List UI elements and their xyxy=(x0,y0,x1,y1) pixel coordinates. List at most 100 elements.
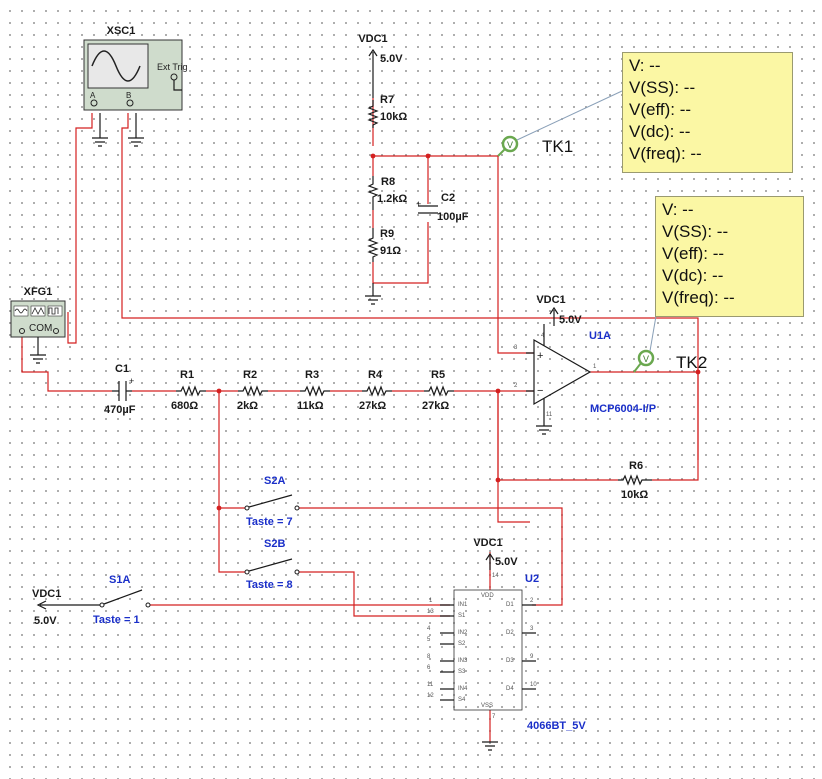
svg-text:−: − xyxy=(537,385,543,397)
oscilloscope-ref: XSC1 xyxy=(107,25,136,37)
u2-in2-pin: IN2 xyxy=(458,630,468,636)
r6-value: 10kΩ xyxy=(621,489,648,501)
u1a-part: MCP6004-I/P xyxy=(590,403,656,415)
svg-text:1: 1 xyxy=(593,364,597,370)
resistor-r6[interactable]: R6 10kΩ xyxy=(618,460,652,501)
probe-vss-line: V(SS): -- xyxy=(662,222,729,241)
svg-text:11: 11 xyxy=(546,412,553,418)
r4-ref: R4 xyxy=(368,369,383,381)
svg-text:+: + xyxy=(537,350,543,362)
s2b-key: Taste = 8 xyxy=(246,579,293,591)
u2-in3-pin: IN3 xyxy=(458,658,468,664)
vdc-value: 5.0V xyxy=(380,53,403,65)
vdc-supply-u2[interactable]: VDC1 5.0V xyxy=(473,537,518,570)
u2-s4-pin: S4 xyxy=(458,697,466,703)
ground-icon xyxy=(365,283,381,305)
wires xyxy=(21,98,699,742)
negative-terminal[interactable] xyxy=(53,328,59,334)
resistor-r2[interactable]: R2 2kΩ xyxy=(237,369,268,412)
s1a-ref: S1A xyxy=(109,574,130,586)
opamp-u1a[interactable]: + − 3 2 1 4 11 U1A MCP6004-I/P xyxy=(514,324,656,420)
svg-text:1: 1 xyxy=(429,598,433,604)
svg-text:8: 8 xyxy=(427,654,431,660)
vdc-supply-top[interactable]: VDC1 5.0V xyxy=(358,33,403,98)
svg-text:13: 13 xyxy=(427,609,434,615)
positive-terminal[interactable] xyxy=(19,328,25,334)
vdc-supply-opamp[interactable]: VDC1 5.0V xyxy=(536,294,582,326)
u2-vdd-pin: VDD xyxy=(481,593,494,599)
channel-a-terminal[interactable] xyxy=(90,99,98,107)
resistor-r3[interactable]: R3 11kΩ xyxy=(297,369,330,412)
u2-d4-pin: D4 xyxy=(506,686,514,692)
u2-in1-pin: IN1 xyxy=(458,602,468,608)
switch-s1a[interactable]: S1A Taste = 1 xyxy=(93,574,151,626)
resistor-r7[interactable]: R7 10kΩ xyxy=(367,94,407,128)
svg-text:11: 11 xyxy=(427,682,434,688)
probe-tk2-label: TK2 xyxy=(676,353,707,372)
capacitor-c2[interactable]: C2 + 100µF xyxy=(416,192,469,223)
probe-tk2-icon[interactable]: V xyxy=(633,315,657,373)
capacitor-c1[interactable]: + C1 470µF xyxy=(104,363,136,416)
u2-in4-pin: IN4 xyxy=(458,686,468,692)
svg-text:4: 4 xyxy=(541,333,545,339)
oscilloscope-xsc1[interactable]: XSC1 Ext Trig A B xyxy=(83,25,188,138)
u2-ref: U2 xyxy=(525,573,539,585)
r7-ref: R7 xyxy=(380,94,394,106)
probe-vfreq-line: V(freq): -- xyxy=(629,144,702,163)
u2-part: 4066BT_5V xyxy=(527,720,586,732)
probe-tk2-readout[interactable]: V: -- V(SS): -- V(eff): -- V(dc): -- V(f… xyxy=(655,196,804,317)
vdc-value: 5.0V xyxy=(34,615,57,627)
com-label: COM xyxy=(29,323,52,334)
analog-switch-u2[interactable]: VDD VSS IN1 S1 IN2 S2 IN3 S3 IN4 S4 D1 D… xyxy=(427,573,586,732)
resistor-r5[interactable]: R5 27kΩ xyxy=(422,369,454,412)
probe-tk1-icon[interactable]: V xyxy=(497,90,623,157)
s2a-key: Taste = 7 xyxy=(246,516,293,528)
resistor-r1[interactable]: R1 680Ω xyxy=(171,369,206,412)
function-generator-xfg1[interactable]: XFG1 COM xyxy=(10,286,66,355)
s1a-key: Taste = 1 xyxy=(93,614,140,626)
s2a-ref: S2A xyxy=(264,475,285,487)
ground-icon xyxy=(482,741,498,751)
c1-value: 470µF xyxy=(104,404,136,416)
c1-ref: C1 xyxy=(115,363,129,375)
vdc-value: 5.0V xyxy=(495,556,518,568)
switch-s2b[interactable]: S2B Taste = 8 xyxy=(244,538,300,591)
vdc-supply-left[interactable]: VDC1 5.0V xyxy=(32,588,100,627)
u2-d1-pin: D1 xyxy=(506,602,514,608)
svg-text:2: 2 xyxy=(530,598,534,604)
probe-tk1-readout[interactable]: V: -- V(SS): -- V(eff): -- V(dc): -- V(f… xyxy=(622,52,793,173)
resistor-r9[interactable]: R9 91Ω xyxy=(367,228,401,262)
u2-d2-pin: D2 xyxy=(506,630,514,636)
sine-wave-icon xyxy=(91,50,141,82)
resistor-r4[interactable]: R4 27kΩ xyxy=(359,369,392,412)
r3-value: 11kΩ xyxy=(297,400,324,412)
switch-s2a[interactable]: S2A Taste = 7 xyxy=(244,475,300,528)
r5-value: 27kΩ xyxy=(422,400,449,412)
u2-s2-pin: S2 xyxy=(458,641,466,647)
vdc-label: VDC1 xyxy=(473,537,502,549)
r4-value: 27kΩ xyxy=(359,400,386,412)
channel-b-terminal[interactable] xyxy=(126,99,134,107)
svg-text:3: 3 xyxy=(514,345,518,351)
resistor-r8[interactable]: R8 1.2kΩ xyxy=(367,176,407,210)
vdc-label: VDC1 xyxy=(358,33,387,45)
r6-ref: R6 xyxy=(629,460,643,472)
sine-wave-icon xyxy=(13,305,29,317)
r7-value: 10kΩ xyxy=(380,111,407,123)
r9-ref: R9 xyxy=(380,228,394,240)
channel-b-label: B xyxy=(126,91,131,100)
svg-text:+: + xyxy=(129,376,134,386)
svg-text:10: 10 xyxy=(530,682,537,688)
u2-s1-pin: S1 xyxy=(458,613,466,619)
ext-trig-label: Ext Trig xyxy=(157,62,188,72)
r1-value: 680Ω xyxy=(171,400,198,412)
probe-vfreq-line: V(freq): -- xyxy=(662,288,735,307)
triangle-wave-icon xyxy=(30,305,46,317)
vdc-label: VDC1 xyxy=(32,588,61,600)
probe-vdc-line: V(dc): -- xyxy=(629,122,691,141)
svg-text:7: 7 xyxy=(492,714,496,720)
function-generator-ref: XFG1 xyxy=(24,286,53,298)
probe-veff-line: V(eff): -- xyxy=(662,244,725,263)
probe-vss-line: V(SS): -- xyxy=(629,78,696,97)
